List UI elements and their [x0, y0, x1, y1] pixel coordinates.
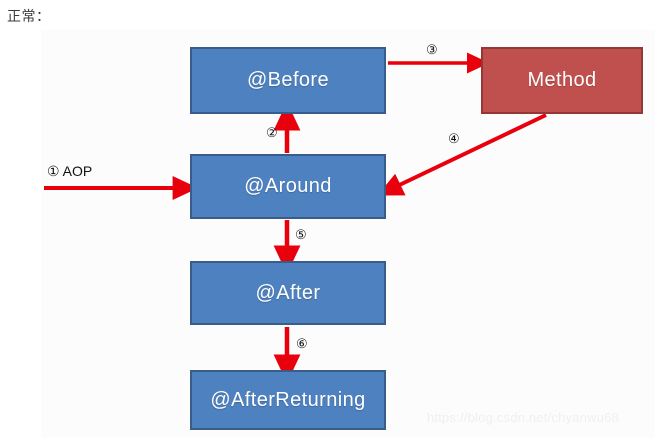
step-label-3: ③ [426, 42, 438, 57]
step-label-1: ① AOP [47, 163, 93, 179]
node-before[interactable]: @Before [190, 47, 386, 114]
step-label-6: ⑥ [296, 336, 308, 351]
node-after-returning[interactable]: @AfterReturning [190, 370, 386, 430]
watermark: https://blog.csdn.net/chyanwu68 [427, 410, 619, 425]
step-label-2: ② [266, 125, 278, 140]
step-label-4: ④ [448, 131, 460, 146]
node-around[interactable]: @Around [190, 154, 386, 219]
page-title: 正常： [7, 8, 51, 24]
node-after[interactable]: @After [190, 261, 386, 325]
step-label-5: ⑤ [295, 227, 307, 242]
node-method[interactable]: Method [481, 47, 643, 114]
